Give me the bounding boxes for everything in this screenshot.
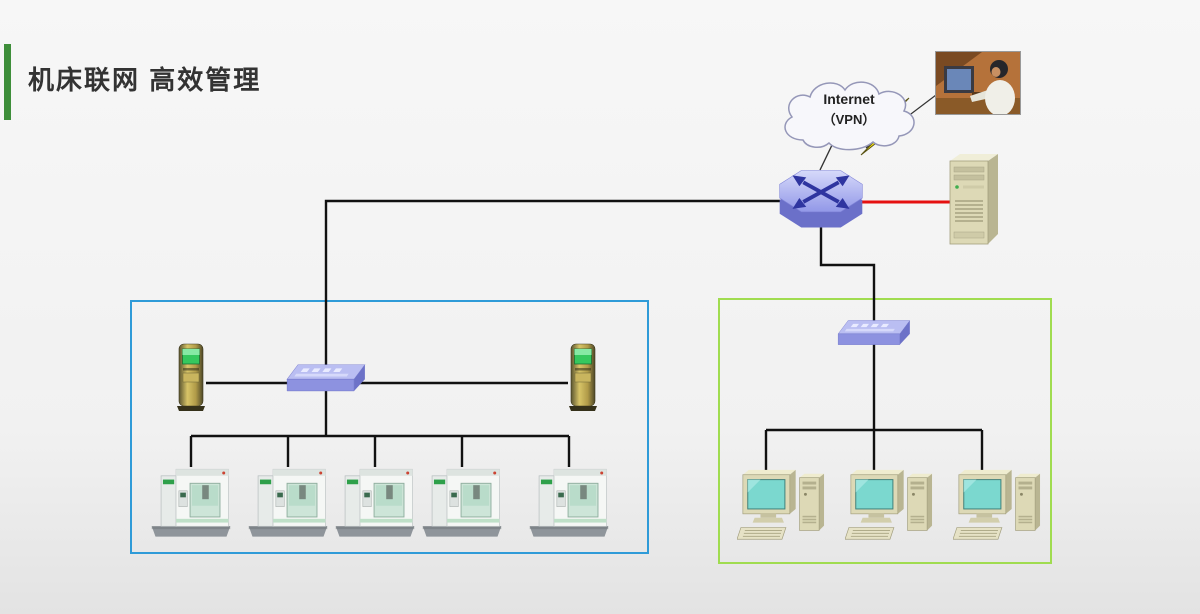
workstation-node-3 xyxy=(953,468,1041,546)
kiosk-node-1 xyxy=(176,342,206,412)
office-zone-box xyxy=(718,298,1052,564)
cnc-machine-node-2 xyxy=(245,462,331,542)
title-accent-bar xyxy=(4,44,11,120)
cnc-machine-node-5 xyxy=(526,462,612,542)
server-node xyxy=(942,152,1004,248)
page-title: 机床联网 高效管理 xyxy=(28,65,262,95)
vpn-label: （VPN） xyxy=(822,112,876,127)
workstation-node-2 xyxy=(845,468,933,546)
kiosk-node-2 xyxy=(568,342,598,412)
workstation-node-1 xyxy=(737,468,825,546)
cnc-machine-node-1 xyxy=(148,462,234,542)
internet-cloud: Internet （VPN） xyxy=(775,76,923,156)
internet-label: Internet xyxy=(823,91,875,107)
cnc-machine-node-3 xyxy=(332,462,418,542)
router-node xyxy=(762,164,880,236)
remote-user-photo xyxy=(936,52,1020,114)
cnc-machine-node-4 xyxy=(419,462,505,542)
workshop-switch-node xyxy=(284,362,368,400)
office-switch-node xyxy=(836,318,912,353)
